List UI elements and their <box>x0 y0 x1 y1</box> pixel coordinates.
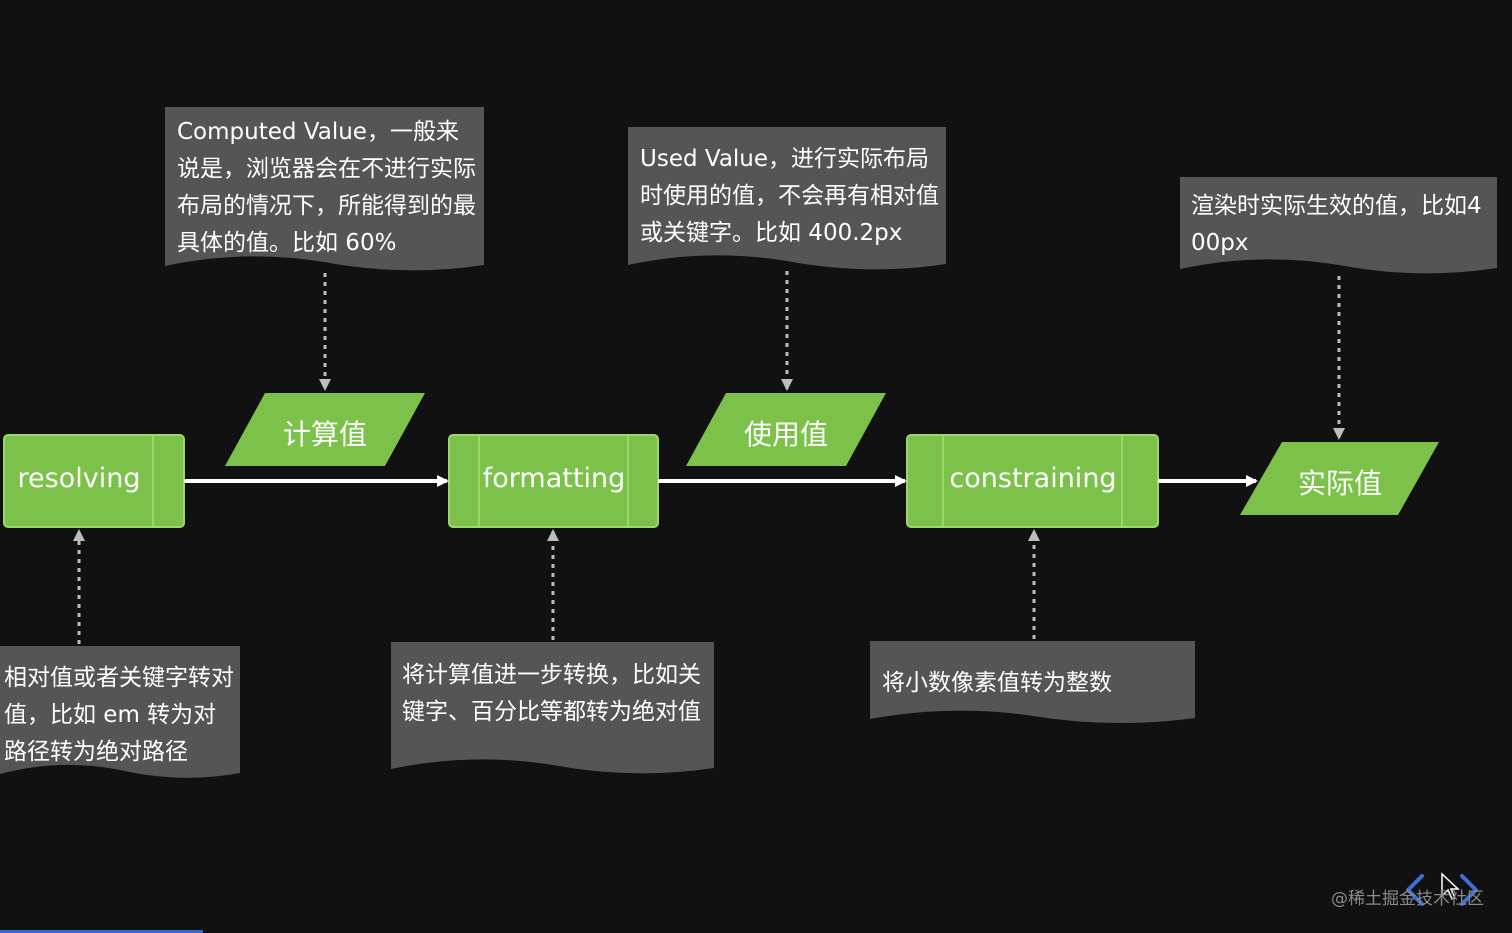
note-box-formatting <box>391 642 714 774</box>
note-box-resolving <box>0 646 240 778</box>
process-label-formatting: formatting <box>482 463 626 494</box>
process-label-resolving: resolving <box>17 463 141 494</box>
note-box-computed <box>165 107 484 271</box>
next-slide-icon[interactable] <box>1460 874 1478 906</box>
note-box-used <box>628 127 946 270</box>
mouse-pointer-icon <box>1441 872 1460 900</box>
progress-bar <box>0 930 203 933</box>
note-box-constraining <box>870 641 1195 724</box>
note-used: Used Value，进行实际布局时使用的值，不会再有相对值或关键字。比如 40… <box>640 146 939 246</box>
note-resolving: 相对值或者关键字转对值，比如 em 转为对路径转为绝对路径 <box>4 665 234 765</box>
prev-slide-icon[interactable] <box>1406 874 1424 906</box>
process-box-resolving <box>3 434 185 528</box>
watermark: @稀土掘金技术社区 <box>1331 889 1484 909</box>
note-computed: Computed Value，一般来说是，浏览器会在不进行实际布局的情况下，所能… <box>177 119 476 256</box>
process-label-constraining: constraining <box>949 463 1117 494</box>
note-actual: 渲染时实际生效的值，比如400px <box>1191 193 1482 256</box>
value-label-computed: 计算值 <box>282 418 367 451</box>
slide-nav <box>1406 874 1478 906</box>
note-constraining: 将小数像素值转为整数 <box>882 670 1112 696</box>
note-box-actual <box>1180 177 1497 274</box>
value-shape-computed <box>225 393 425 466</box>
note-formatting: 将计算值进一步转换，比如关键字、百分比等都转为绝对值 <box>402 662 701 725</box>
value-label-used: 使用值 <box>743 418 828 451</box>
value-label-actual: 实际值 <box>1297 467 1382 500</box>
value-shape-used <box>686 393 886 466</box>
value-shape-actual <box>1240 442 1439 515</box>
